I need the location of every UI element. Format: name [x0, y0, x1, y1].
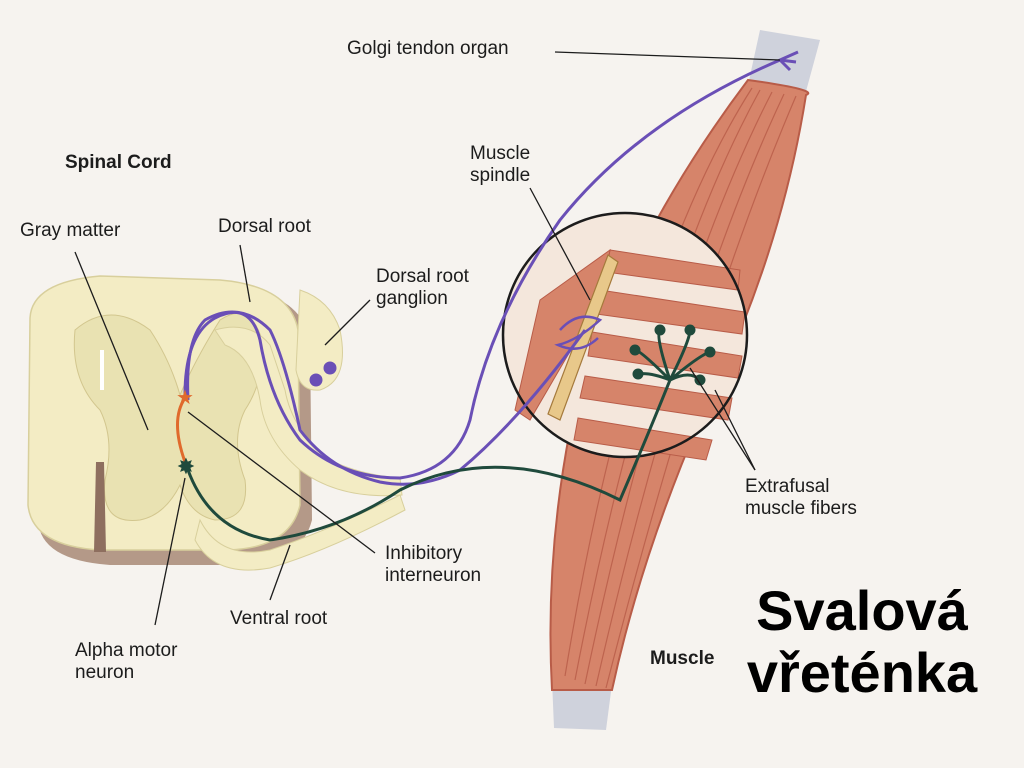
sensory-nerves	[183, 50, 799, 486]
interneuron: ★ ✸	[176, 385, 195, 480]
slide-title-line2: vřeténka	[746, 640, 978, 704]
label-golgi-tendon-organ: Golgi tendon organ	[347, 38, 509, 59]
magnified-view	[501, 211, 749, 461]
motor-nerve	[186, 324, 716, 542]
slide-title-line1: Svalová	[756, 579, 968, 642]
label-muscle-spindle: Muscle spindle	[470, 143, 531, 187]
label-spinal-cord: Spinal Cord	[65, 152, 172, 173]
label-extrafusal-muscle-fibers: Extrafusal muscle fibers	[745, 476, 857, 520]
leader-lines	[74, 51, 781, 626]
svg-text:✸: ✸	[177, 455, 195, 480]
svg-text:★: ★	[176, 385, 194, 409]
label-gray-matter: Gray matter	[20, 220, 121, 241]
label-muscle: Muscle	[650, 648, 715, 669]
label-dorsal-root-ganglion: Dorsal root ganglion	[376, 266, 469, 310]
label-dorsal-root: Dorsal root	[218, 216, 311, 237]
label-ventral-root: Ventral root	[230, 608, 328, 629]
label-alpha-motor-neuron: Alpha motor neuron	[75, 640, 178, 684]
label-inhibitory-interneuron: Inhibitory interneuron	[385, 543, 482, 587]
slide-title: Svalová vřeténka	[712, 580, 1012, 703]
spinal-cord	[27, 275, 406, 571]
